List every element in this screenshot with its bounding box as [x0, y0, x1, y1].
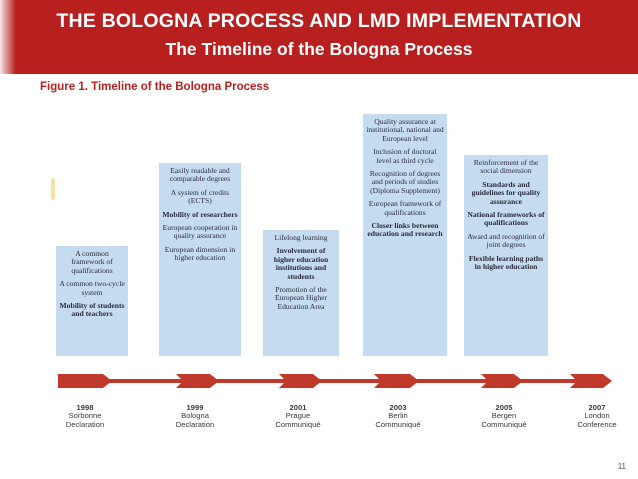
- milestone-line1: Bergen: [491, 411, 517, 421]
- milestone-line2: Declaration: [175, 419, 215, 429]
- milestone-item: Closer links between education and resea…: [367, 221, 443, 239]
- slide-title: THE BOLOGNA PROCESS AND LMD IMPLEMENTATI…: [56, 10, 582, 32]
- header-accent: [0, 0, 16, 74]
- timeline-arrow-segment: [374, 374, 419, 388]
- milestone-line2: Communiqué: [481, 419, 527, 429]
- milestone-box-2003: Quality assurance at institutional, nati…: [363, 114, 447, 356]
- figure-caption: Figure 1. Timeline of the Bologna Proces…: [40, 81, 270, 93]
- milestone-item: Inclusion of doctoral level as third cyc…: [373, 147, 437, 165]
- milestone-item: Lifelong learning: [274, 233, 328, 242]
- milestone-item: Standards and guidelines for quality ass…: [471, 179, 541, 206]
- decorative-accent: [51, 178, 55, 200]
- milestone-item: Recognition of degrees and periods of st…: [369, 169, 441, 195]
- slide-header: THE BOLOGNA PROCESS AND LMD IMPLEMENTATI…: [0, 0, 638, 74]
- timeline-line: [58, 379, 603, 383]
- milestone-box-1998: A common framework of qualifications A co…: [56, 246, 128, 356]
- milestone-item: Easily readable and comparable degrees: [169, 166, 231, 184]
- timeline-arrow-segment: [58, 374, 112, 388]
- milestone-item: Award and recognition of joint degrees: [467, 231, 545, 250]
- milestone-item: A common framework of qualifications: [71, 249, 113, 275]
- milestone-item: Mobility of researchers: [162, 209, 238, 219]
- milestone-line1: Bologna: [181, 411, 209, 421]
- milestone-line2: Communiqué: [275, 419, 321, 429]
- timeline-arrow-segment: [176, 374, 219, 388]
- milestone-item: A system of credits (ECTS): [170, 187, 230, 206]
- milestone-line2: Communiqué: [375, 419, 421, 429]
- milestone-item: Involvement of higher education institut…: [273, 246, 329, 281]
- milestone-year: 2001: [289, 403, 307, 412]
- milestone-year: 1999: [186, 403, 204, 412]
- milestone-line1: Sorbonne: [68, 411, 102, 421]
- milestone-year: 2003: [389, 403, 407, 412]
- milestone-item: European framework of qualifications: [368, 199, 442, 217]
- milestone-line1: Prague: [285, 411, 311, 421]
- milestone-line2: Conference: [577, 419, 617, 429]
- milestone-item: Reinforcement of the social dimension: [473, 158, 539, 176]
- slide-subtitle: The Timeline of the Bologna Process: [165, 39, 473, 59]
- milestone-item: Mobility of students and teachers: [59, 301, 125, 319]
- milestone-item: Promotion of the European Higher Educati…: [274, 285, 328, 311]
- page-number: 11: [617, 462, 626, 471]
- milestone-item: European dimension in higher education: [164, 244, 236, 263]
- milestone-item: European cooperation in quality assuranc…: [162, 223, 238, 241]
- timeline-arrow-segment: [570, 374, 612, 388]
- milestone-box-1999: Easily readable and comparable degrees A …: [159, 163, 241, 356]
- milestone-line2: Declaration: [65, 419, 105, 429]
- milestone-line1: London: [584, 411, 610, 421]
- milestone-item: National frameworks of qualifications: [467, 210, 545, 228]
- milestone-year: 2005: [495, 403, 513, 412]
- milestone-year: 1998: [76, 403, 94, 412]
- milestone-item: A common two-cycle system: [59, 279, 125, 297]
- milestone-line1: Berlin: [388, 411, 408, 421]
- milestone-item: Flexible learning paths in higher educat…: [468, 253, 544, 272]
- milestone-item: Quality assurance at institutional, nati…: [366, 117, 444, 143]
- timeline-arrow-segment: [279, 374, 322, 388]
- timeline-arrow-segment: [481, 374, 523, 388]
- milestone-year: 2007: [588, 403, 606, 412]
